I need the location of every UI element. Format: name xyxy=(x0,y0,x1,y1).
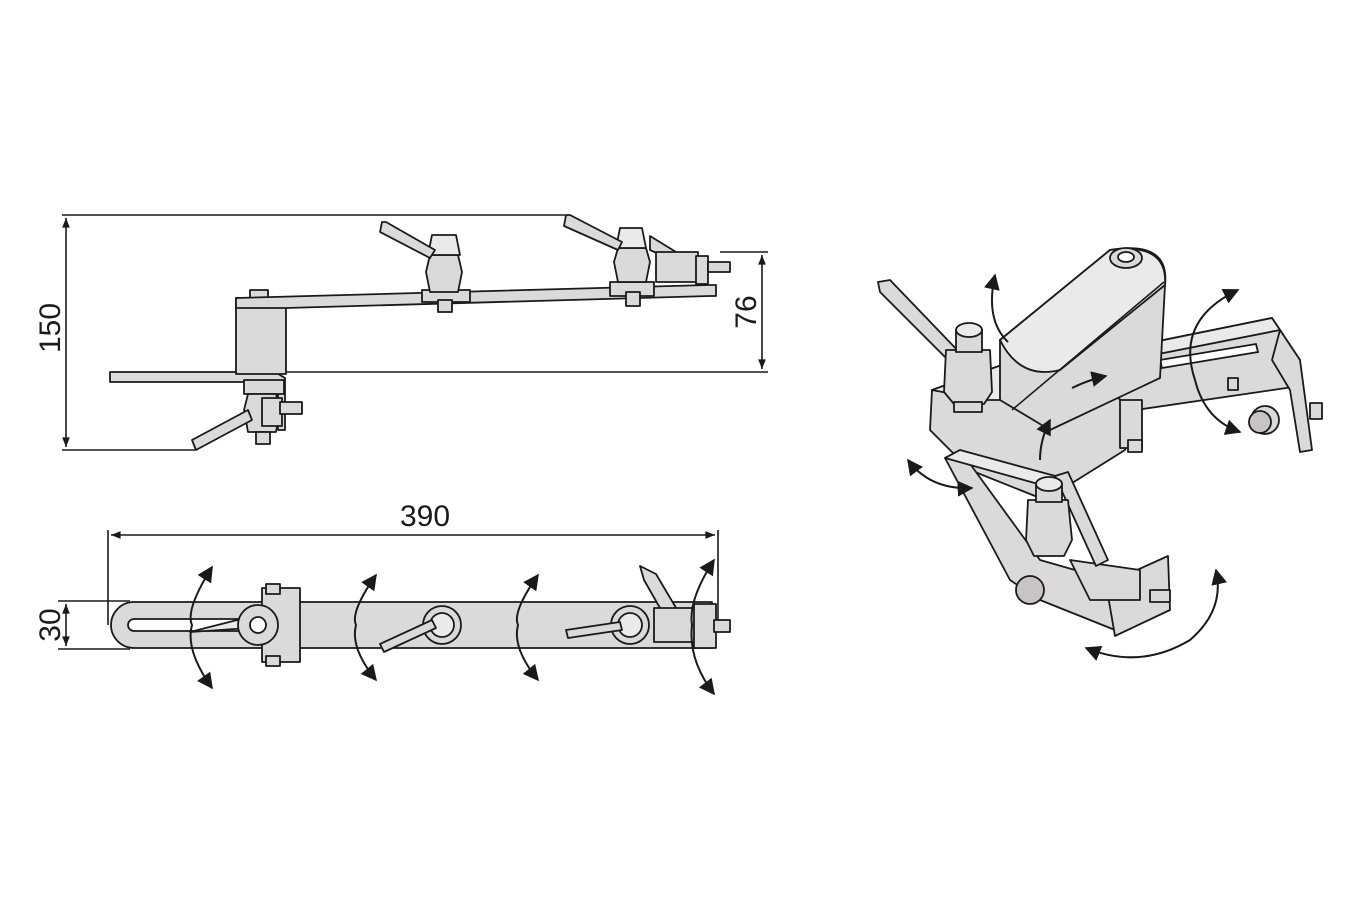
side-view: 150 76 xyxy=(34,214,768,451)
pivot-middle xyxy=(379,605,462,653)
rotation-arrows-iso xyxy=(907,273,1242,661)
dimension-76: 76 xyxy=(285,251,768,373)
pivot-left xyxy=(237,583,301,667)
clamp-upper-1 xyxy=(379,221,471,313)
iso-clamp-left xyxy=(877,279,993,413)
dim-label-150: 150 xyxy=(34,303,67,353)
dimension-390: 390 xyxy=(107,500,719,625)
isometric-view xyxy=(877,247,1323,661)
dim-label-76: 76 xyxy=(730,295,763,328)
dim-label-30: 30 xyxy=(34,608,67,641)
rotation-arrows-top xyxy=(189,558,715,696)
iso-lever-lower xyxy=(1054,471,1109,567)
lever-handle-lower xyxy=(191,409,253,451)
vertical-post xyxy=(235,297,287,375)
lever-handle-top-1 xyxy=(379,619,437,653)
clamp-lower xyxy=(191,379,303,451)
dim-label-390: 390 xyxy=(400,500,450,533)
top-view: 390 30 xyxy=(34,500,731,696)
iso-clamp-lower xyxy=(1025,471,1109,567)
lever-handle-2 xyxy=(563,214,623,251)
dimension-150: 150 xyxy=(34,214,565,451)
clamp-upper-2 xyxy=(563,214,731,307)
iso-cylinder-arm xyxy=(999,247,1167,431)
upper-arm xyxy=(235,284,717,309)
lever-handle-1 xyxy=(379,221,436,259)
lever-handle-top-2 xyxy=(565,621,623,639)
dimension-30: 30 xyxy=(34,600,130,650)
